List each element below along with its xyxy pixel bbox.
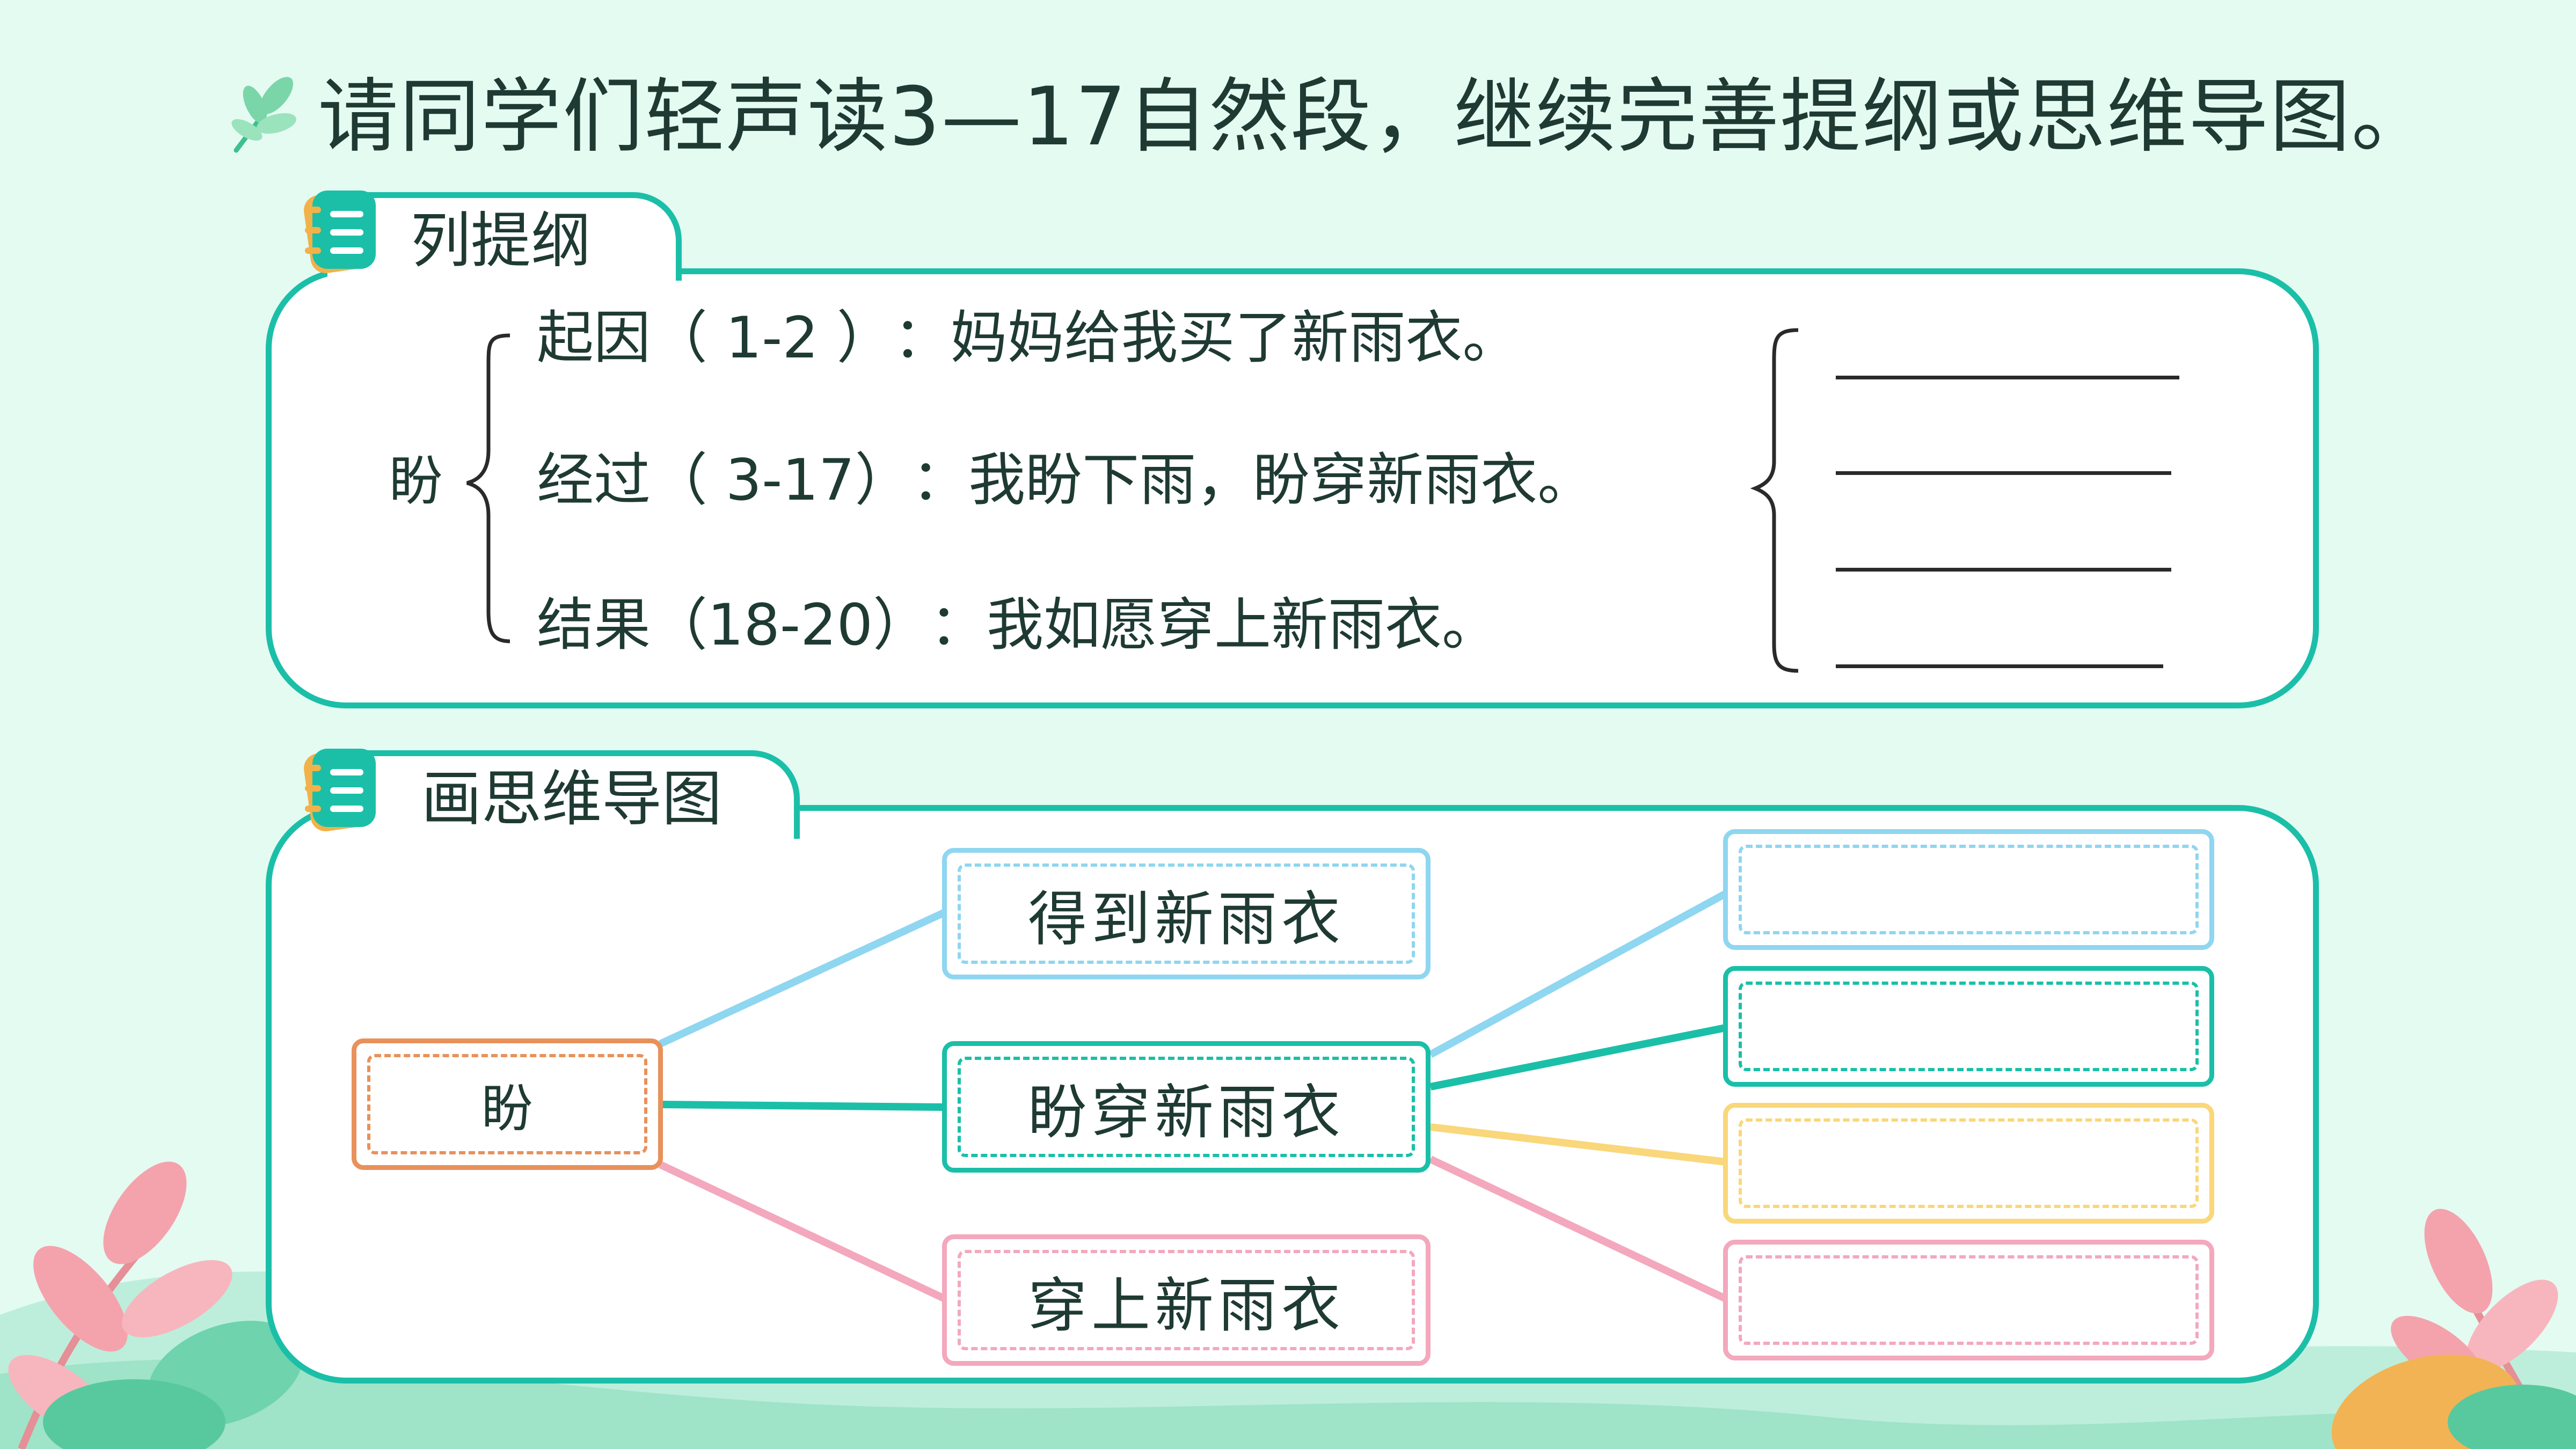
outline-row-colon: ：	[930, 592, 987, 658]
mindmap-branch-label: 盼穿新雨衣	[1028, 1078, 1345, 1147]
outline-row-colon: ：	[911, 447, 969, 513]
mindmap-answer-box-inner	[1739, 845, 2199, 934]
outline-row-range: （ 3-17）	[651, 447, 912, 513]
blank-answer-line[interactable]	[1836, 664, 2163, 668]
notepad-icon	[304, 748, 376, 832]
connector-line	[659, 909, 946, 1048]
outline-row-process: 经过（ 3-17）：我盼下雨，盼穿新雨衣。	[537, 445, 1594, 515]
leaf-icon	[231, 77, 296, 153]
mindmap-answer-box-inner	[1739, 982, 2199, 1071]
outline-row-range: （ 1-2 ）	[651, 305, 894, 371]
mindmap-answer-box[interactable]	[1723, 1240, 2214, 1360]
mindmap-branch-node: 穿上新雨衣	[942, 1234, 1431, 1366]
mindmap-answer-box[interactable]	[1723, 966, 2214, 1087]
connector-line	[1429, 1155, 1727, 1302]
mindmap-answer-box[interactable]	[1723, 829, 2214, 950]
decor-leaves-left	[8, 1161, 303, 1449]
mindmap-branch-label: 穿上新雨衣	[1028, 1271, 1345, 1340]
connector-line	[1429, 1024, 1727, 1091]
mindmap-tab: 画思维导图	[327, 750, 800, 839]
outline-row-result: 结果（18-20）：我如愿穿上新雨衣。	[537, 590, 1499, 660]
mindmap-branch-node: 盼穿新雨衣	[942, 1041, 1431, 1173]
mindmap-root-label: 盼	[481, 1079, 533, 1139]
mindmap-root-node: 盼	[352, 1038, 663, 1170]
outline-row-stage: 结果	[537, 592, 651, 658]
notepad-icon	[304, 190, 376, 274]
connector-line	[659, 1161, 946, 1302]
blank-answer-line[interactable]	[1836, 376, 2179, 379]
mindmap-branch-label: 得到新雨衣	[1028, 884, 1345, 954]
outline-row-description: 妈妈给我买了新雨衣。	[950, 305, 1520, 371]
outline-row-description: 我如愿穿上新雨衣。	[987, 592, 1499, 658]
outline-root-label: 盼	[389, 450, 443, 513]
mindmap-root-inner: 盼	[367, 1054, 647, 1154]
blank-answer-line[interactable]	[1836, 568, 2171, 572]
mindmap-answer-box[interactable]	[1723, 1103, 2214, 1224]
outline-tab: 列提纲	[327, 192, 682, 281]
mindmap-branch-node: 得到新雨衣	[942, 848, 1431, 979]
outline-row-cause: 起因（ 1-2 ）：妈妈给我买了新雨衣。	[537, 303, 1520, 373]
outline-tab-label: 列提纲	[411, 206, 591, 276]
blank-answer-line[interactable]	[1836, 471, 2171, 475]
mindmap-tab-label: 画思维导图	[421, 764, 722, 834]
outline-row-colon: ：	[893, 305, 951, 371]
connector-line	[1430, 1123, 1726, 1166]
mindmap-branch-inner: 穿上新雨衣	[958, 1250, 1415, 1350]
decor-leaves-right	[2331, 1209, 2576, 1449]
outline-row-range: （18-20）	[651, 592, 930, 658]
mindmap-answer-box-inner	[1739, 1118, 2199, 1208]
outline-panel	[266, 268, 2319, 708]
mindmap-answer-box-inner	[1739, 1255, 2199, 1345]
outline-row-stage: 起因	[537, 305, 651, 371]
mindmap-branch-inner: 盼穿新雨衣	[958, 1057, 1415, 1157]
page-title: 请同学们轻声读3—17自然段，继续完善提纲或思维导图。	[318, 70, 2433, 164]
outline-row-description: 我盼下雨，盼穿新雨衣。	[968, 447, 1595, 513]
connector-line	[660, 1101, 945, 1111]
outline-row-stage: 经过	[537, 447, 651, 513]
connector-line	[1428, 890, 1728, 1058]
mindmap-branch-inner: 得到新雨衣	[958, 863, 1415, 964]
